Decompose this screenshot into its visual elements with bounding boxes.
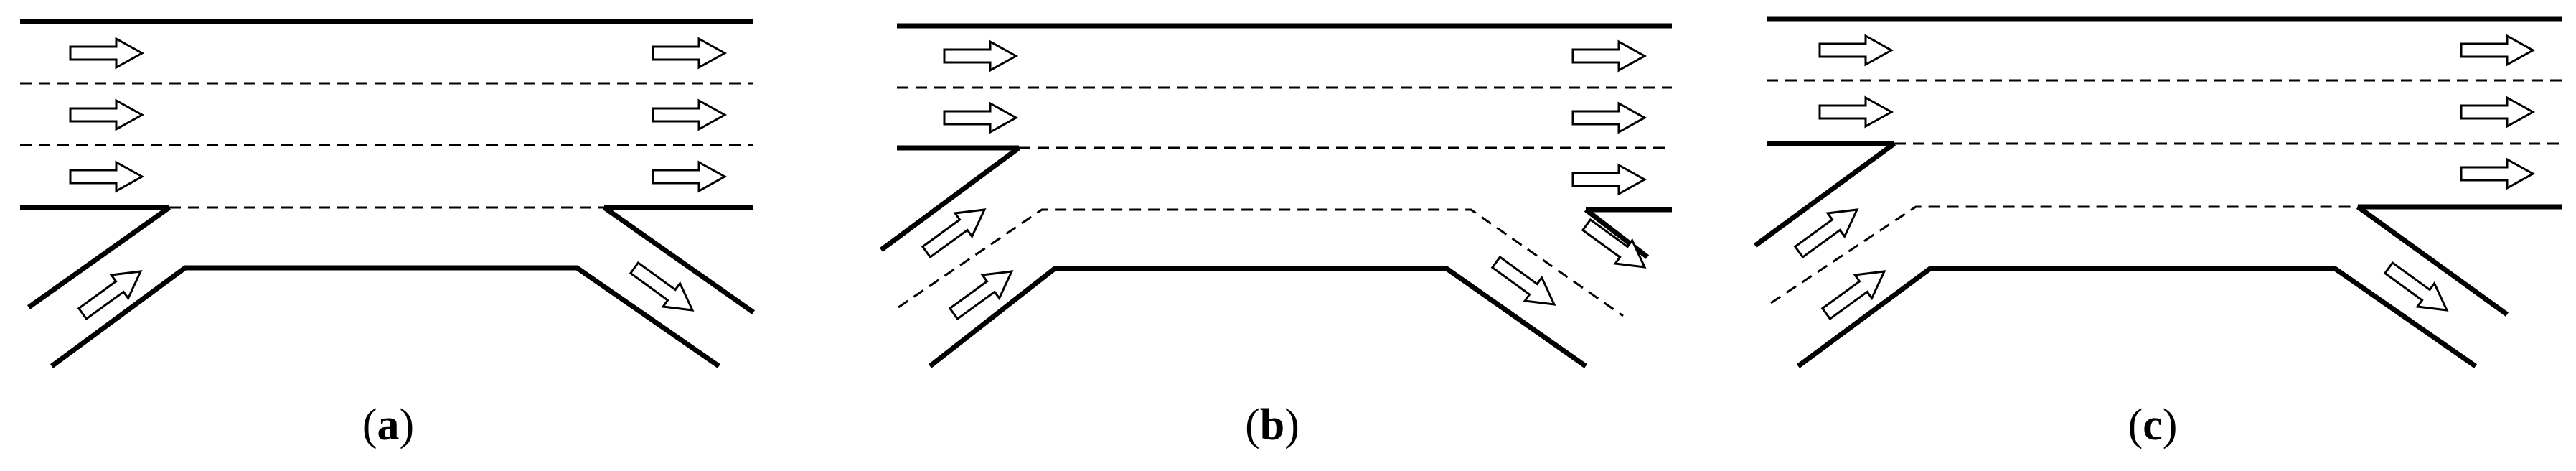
traffic-arrow-icon	[943, 102, 1017, 134]
panel-a: (a)	[20, 19, 756, 449]
off-ramp-lower-edge	[1444, 266, 1588, 368]
on-ramp-lower-edge	[1796, 266, 1932, 368]
traffic-arrow-icon	[69, 99, 144, 131]
on-ramp-upper-edge	[27, 205, 171, 309]
on-ramp-lane-divider	[1770, 205, 2358, 304]
panel-caption-c: (c)	[2128, 401, 2178, 449]
merge-arrow-icon	[916, 197, 995, 265]
merge-arrow-icon	[944, 258, 1022, 327]
diverge-arrow-icon	[1576, 212, 1655, 280]
traffic-arrow-icon	[69, 37, 144, 69]
traffic-arrow-icon	[2460, 158, 2534, 190]
on-ramp-lane-divider	[898, 208, 1624, 317]
merge-arrow-icon	[1789, 197, 1867, 265]
off-ramp-lower-edge	[575, 266, 720, 368]
on-ramp-lower-edge	[928, 266, 1057, 368]
traffic-arrow-icon	[652, 99, 726, 131]
traffic-arrow-icon	[1571, 40, 1646, 72]
traffic-arrow-icon	[1571, 164, 1646, 195]
on-ramp-upper-edge	[1753, 141, 1896, 248]
off-ramp-lower-edge	[2333, 266, 2477, 368]
panel-b: (b)	[879, 23, 1672, 449]
on-ramp-lower-edge	[50, 266, 187, 368]
traffic-arrow-icon	[1818, 34, 1893, 66]
merge-arrow-icon	[1816, 258, 1894, 327]
panel-c: (c)	[1753, 16, 2562, 449]
panel-caption-b: (b)	[1245, 401, 1299, 449]
traffic-arrow-icon	[943, 40, 1017, 72]
traffic-arrow-icon	[1571, 102, 1646, 134]
off-ramp-upper-edge	[602, 205, 756, 314]
traffic-arrow-icon	[1818, 96, 1893, 128]
traffic-arrow-icon	[69, 161, 144, 192]
traffic-arrow-icon	[652, 37, 726, 69]
traffic-arrow-icon	[652, 161, 726, 192]
on-ramp-upper-edge	[879, 146, 1021, 252]
panel-caption-a: (a)	[362, 401, 414, 449]
off-ramp-upper-edge	[2356, 205, 2509, 317]
traffic-arrow-icon	[2460, 96, 2534, 128]
traffic-arrow-icon	[2460, 34, 2534, 66]
